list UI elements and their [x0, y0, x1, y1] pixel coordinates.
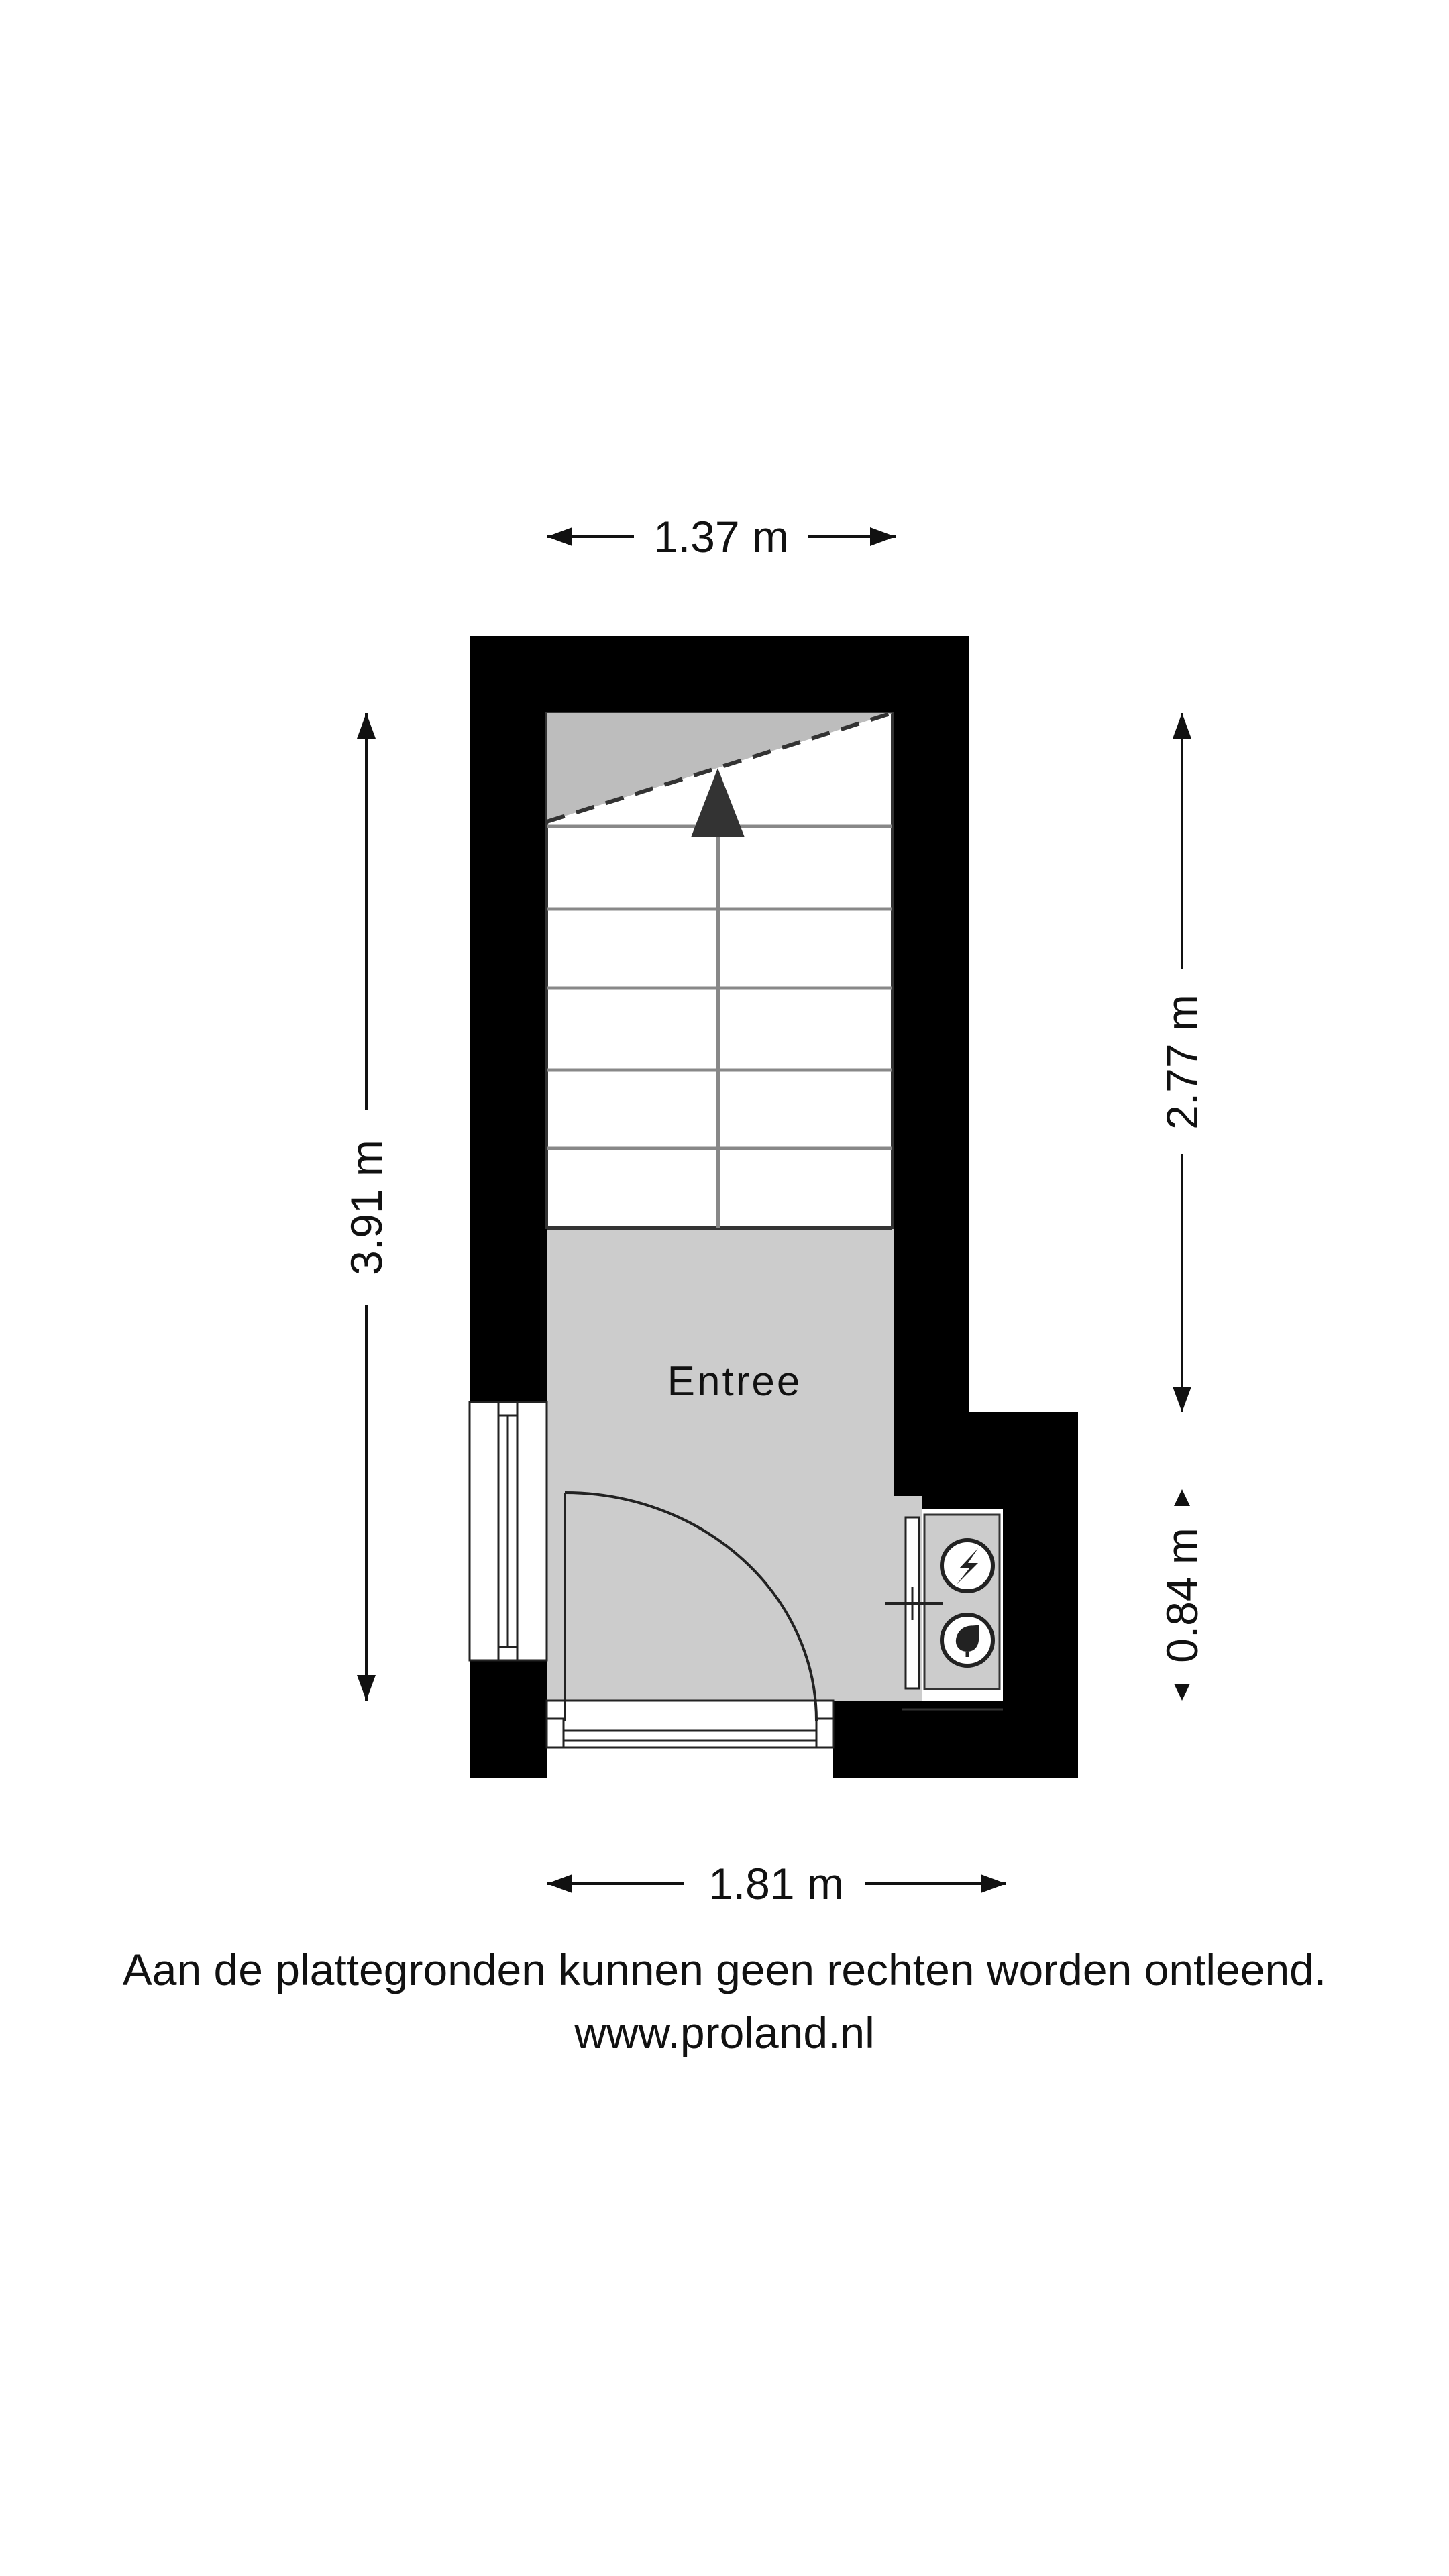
door-threshold	[545, 1699, 835, 1749]
room-label-entree: Entree	[667, 1358, 802, 1405]
wall-top	[470, 636, 969, 713]
disclaimer-text: Aan de plattegronden kunnen geen rechten…	[122, 1945, 1327, 1994]
dimension-right-height-upper: 2.77 m	[1157, 713, 1207, 1412]
dimension-label: 0.84 m	[1157, 1527, 1207, 1663]
dimension-top-width: 1.37 m	[547, 512, 896, 561]
gas-meter-icon	[940, 1613, 995, 1668]
stair-direction-arrow-icon	[691, 768, 745, 837]
dimension-bottom-width: 1.81 m	[547, 1859, 1006, 1909]
stair-landing	[547, 713, 892, 822]
dimension-label: 2.77 m	[1157, 994, 1207, 1130]
electricity-meter-icon	[940, 1538, 995, 1593]
front-door	[545, 1491, 835, 1778]
meter-closet	[885, 1509, 1003, 1711]
website-text: www.proland.nl	[574, 2008, 875, 2057]
dimension-label: 3.91 m	[341, 1140, 391, 1275]
walls	[470, 636, 1078, 1778]
wall-bottom-right	[833, 1701, 1078, 1778]
dimension-right-height-lower: 0.84 m	[1157, 1489, 1207, 1701]
dimension-label: 1.37 m	[653, 512, 789, 561]
door-swing-arc	[564, 1491, 818, 1721]
dimension-left-height: 3.91 m	[341, 713, 391, 1701]
wall-left-upper	[470, 636, 547, 1402]
dimension-label: 1.81 m	[708, 1859, 844, 1909]
left-window	[468, 1401, 548, 1662]
wall-left-lower	[470, 1660, 547, 1778]
wall-right-upper	[892, 636, 969, 1488]
entree-floor	[547, 1228, 894, 1701]
staircase	[545, 711, 894, 1230]
